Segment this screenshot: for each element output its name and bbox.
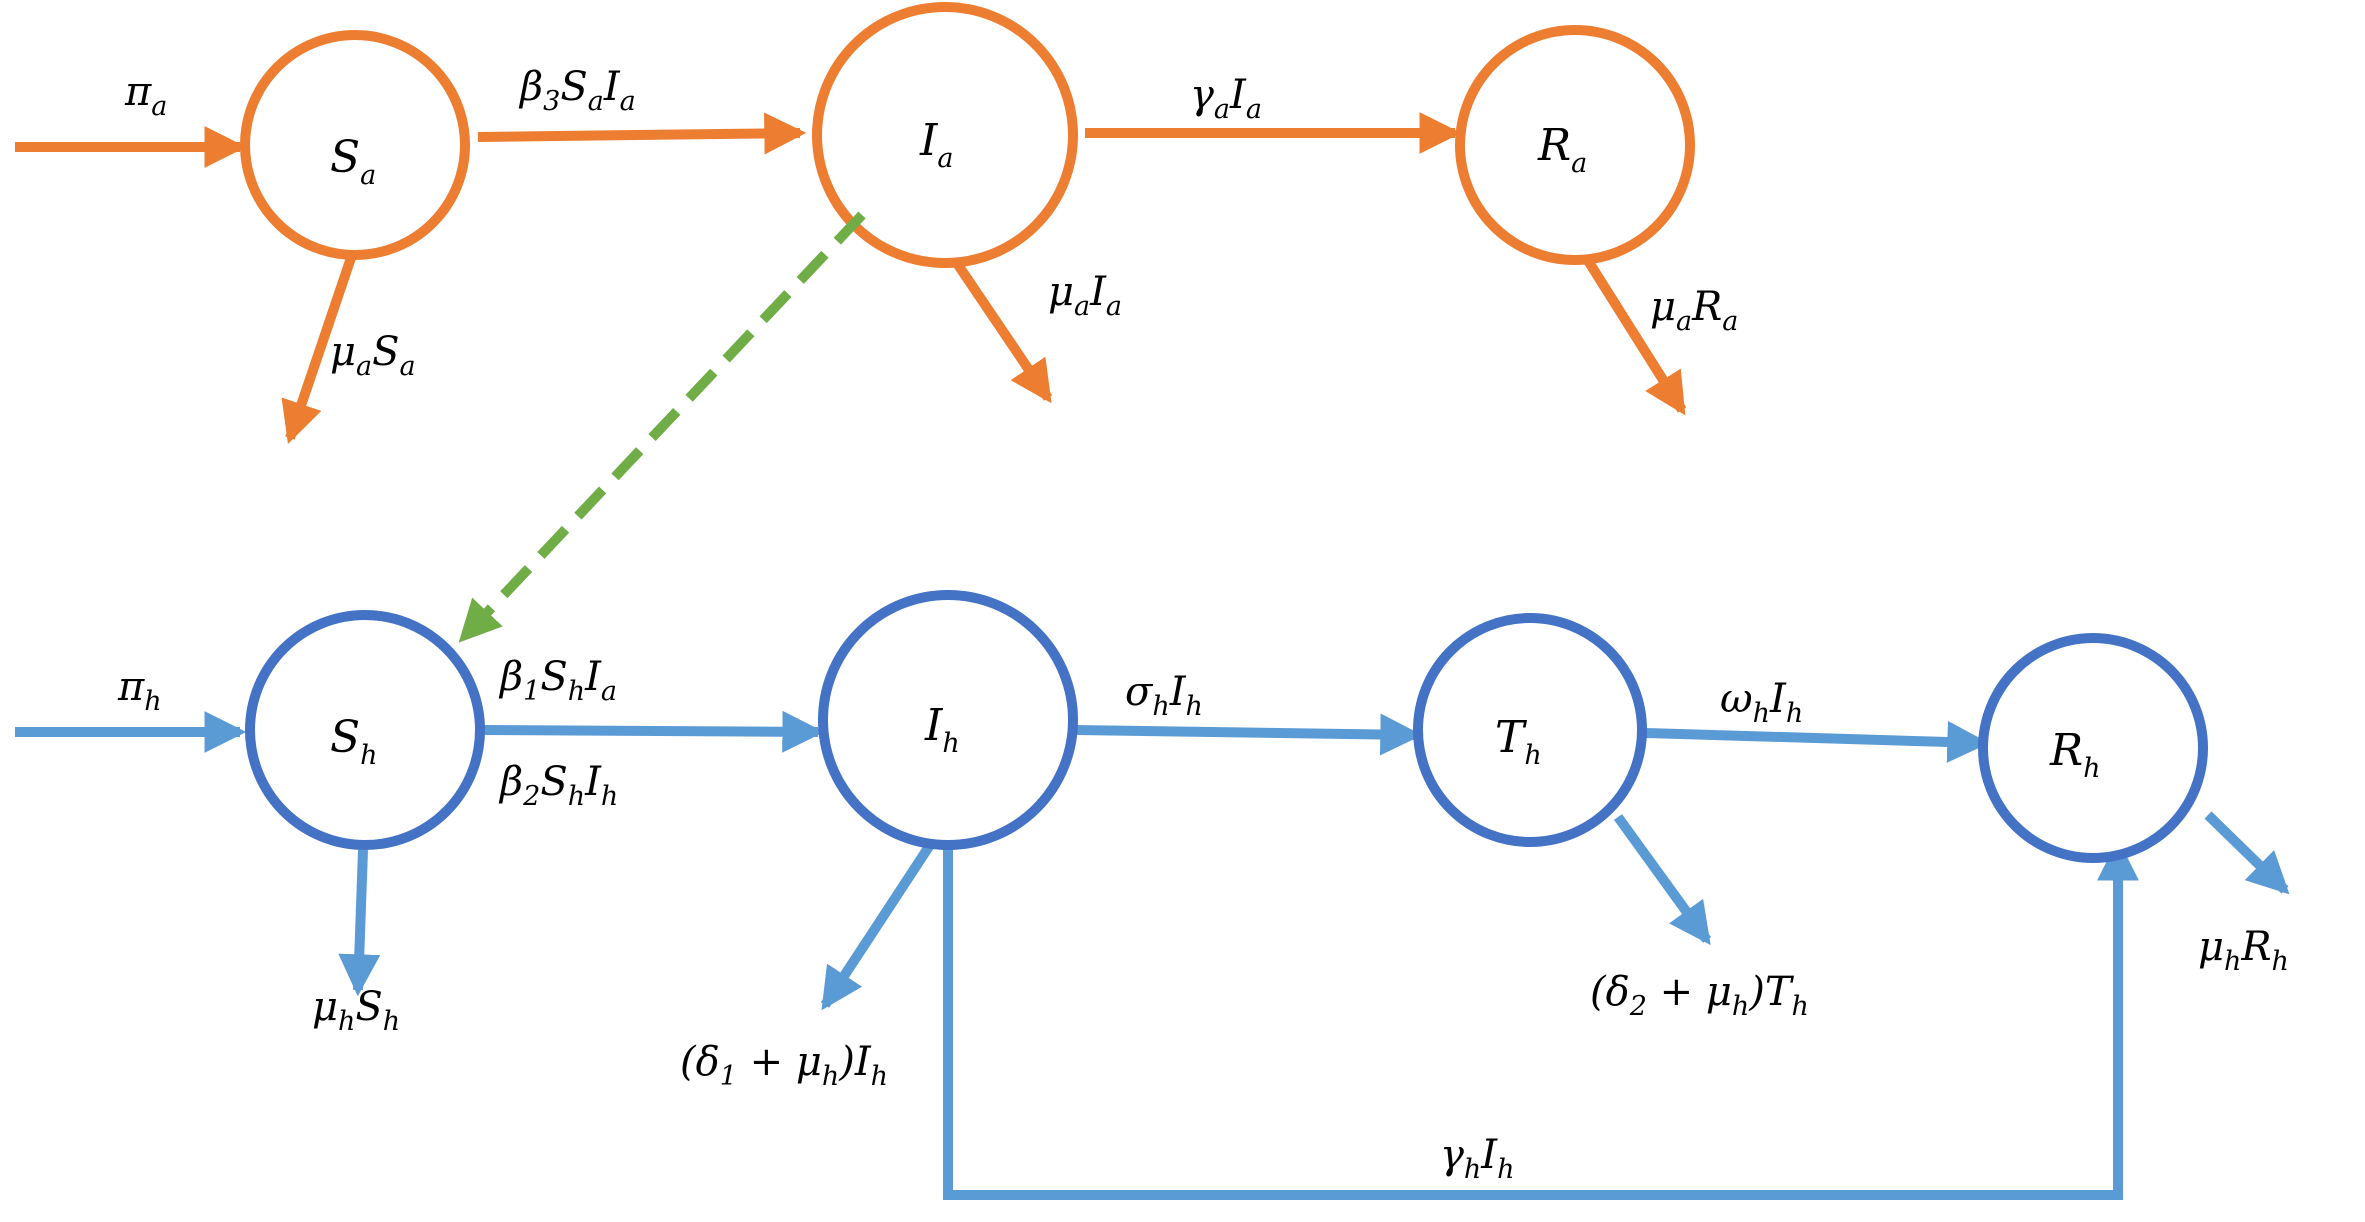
human-inflow-label: πh [117, 664, 162, 717]
node-S-human [245, 610, 485, 850]
animal-death-R-label: μaRa [1650, 284, 1738, 337]
node-S-animal [240, 30, 470, 260]
animal-infection-label: β3SaIa [518, 64, 636, 117]
animal-population: Sa Ia Ra πa β3SaIa γaIa μaSa μaIa μaRa [15, 2, 1738, 444]
node-R-animal-label: Ra [1537, 120, 1587, 179]
human-infection-arrow [477, 710, 825, 753]
node-I-human-label: Ih [924, 700, 960, 759]
node-I-animal-label: Ia [919, 115, 954, 174]
human-direct-recovery-arrow [943, 838, 2139, 1200]
human-infection-from-human-label: β2ShIh [498, 759, 618, 812]
human-population: Sh Ih Th Rh πh β1ShIa β2ShIh σhIh ωhIh γ… [15, 590, 2290, 1200]
node-S-animal-label: Sa [330, 132, 376, 191]
node-R-animal [1455, 25, 1695, 265]
cross-species-transmission-arrow [458, 211, 866, 643]
human-treated-recovery-arrow [1644, 720, 1990, 763]
animal-death-S-arrow [281, 250, 358, 444]
human-treatment-arrow [1074, 713, 1423, 756]
animal-death-I-arrow [945, 250, 1053, 404]
animal-infection-arrow [477, 112, 807, 155]
animal-death-S-label: μaSa [330, 329, 416, 382]
node-I-animal [812, 2, 1078, 268]
human-death-I-arrow [820, 842, 935, 1011]
node-S-human-label: Sh [330, 712, 378, 771]
human-death-T-label: (δ2 + μh)Th [1590, 969, 1809, 1022]
animal-death-R-arrow [1570, 237, 1687, 416]
human-death-R-label: μhRh [2198, 924, 2289, 977]
node-R-human-label: Rh [2049, 725, 2101, 784]
human-death-S-arrow [338, 849, 381, 997]
node-I-human [818, 590, 1078, 850]
human-treatment-label: σhIh [1125, 669, 1203, 722]
human-death-T-arrow [1613, 814, 1712, 946]
animal-recovery-label: γaIa [1190, 72, 1262, 125]
animal-inflow-label: πa [124, 69, 167, 122]
human-death-R-arrow [2204, 811, 2290, 895]
human-infection-from-animal-label: β1ShIa [498, 654, 617, 707]
node-R-human [1978, 633, 2208, 863]
human-treated-recovery-label: ωhIh [1720, 676, 1803, 729]
node-T-human [1413, 613, 1647, 847]
human-death-I-label: (δ1 + μh)Ih [680, 1039, 888, 1092]
human-direct-recovery-label: γhIh [1440, 1132, 1515, 1185]
node-T-human-label: Th [1495, 712, 1542, 771]
human-death-S-label: μhSh [312, 984, 400, 1037]
animal-death-I-label: μaIa [1048, 269, 1122, 322]
